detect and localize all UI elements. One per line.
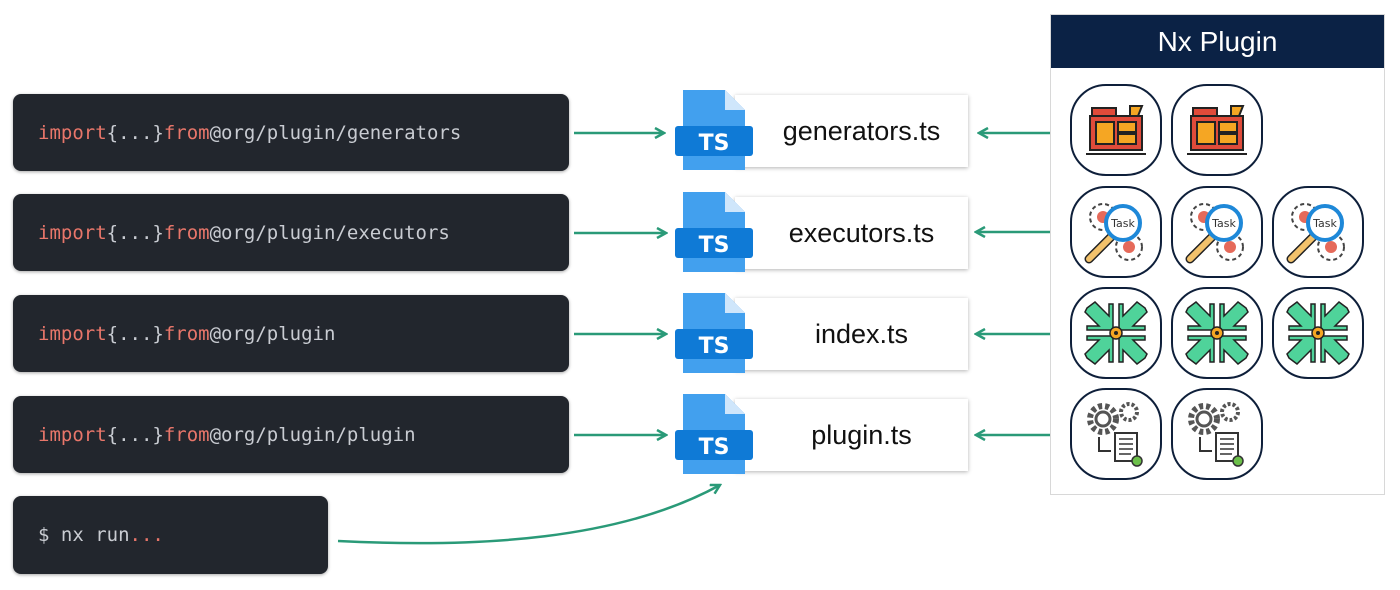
ts-file-2: index.ts TS: [675, 293, 970, 373]
task-search-gears-icon: Task: [1272, 186, 1364, 278]
kw-from: from: [163, 423, 210, 446]
converge-arrows-icon: [1171, 287, 1263, 379]
kw-import: import: [38, 221, 107, 244]
task-label: Task: [1110, 217, 1135, 230]
panel-title: Nx Plugin: [1051, 15, 1384, 68]
braces: {...}: [106, 121, 164, 144]
kw-from: from: [163, 221, 210, 244]
import-path: @org/plugin/executors: [209, 221, 450, 244]
kw-from: from: [163, 121, 210, 144]
typescript-file-icon: TS: [675, 394, 753, 474]
ts-file-3: plugin.ts TS: [675, 394, 970, 474]
arrow-nx-run: [337, 485, 720, 545]
converge-arrows-icon: [1070, 287, 1162, 379]
task-label: Task: [1211, 217, 1236, 230]
braces: {...}: [106, 221, 164, 244]
file-name: index.ts: [735, 298, 968, 370]
kw-import: import: [38, 423, 107, 446]
import-generators-code: import {...} from @org/plugin/generators: [13, 94, 569, 171]
gears-document-icon: [1171, 388, 1263, 480]
import-path: @org/plugin/plugin: [209, 423, 416, 446]
command-args: ...: [129, 524, 164, 546]
ts-badge: TS: [699, 435, 730, 460]
ts-badge: TS: [699, 131, 730, 156]
converge-arrows-icon: [1272, 287, 1364, 379]
braces: {...}: [106, 423, 164, 446]
typescript-file-icon: TS: [675, 192, 753, 272]
command-text: $ nx run: [38, 524, 130, 546]
import-path: @org/plugin/generators: [209, 121, 462, 144]
typescript-file-icon: TS: [675, 293, 753, 373]
task-search-gears-icon: Task: [1070, 186, 1162, 278]
ts-badge: TS: [699, 233, 730, 258]
kw-from: from: [163, 322, 210, 345]
generator-machine-icon: [1070, 84, 1162, 176]
nx-run-command: $ nx run ...: [13, 496, 328, 574]
file-name: generators.ts: [735, 95, 968, 167]
file-name: executors.ts: [735, 197, 968, 269]
gears-document-icon: [1070, 388, 1162, 480]
file-name: plugin.ts: [735, 399, 968, 471]
ts-file-0: generators.ts TS: [675, 90, 970, 170]
generator-machine-icon: [1171, 84, 1263, 176]
ts-badge: TS: [699, 334, 730, 359]
kw-import: import: [38, 121, 107, 144]
typescript-file-icon: TS: [675, 90, 753, 170]
ts-file-1: executors.ts TS: [675, 192, 970, 272]
import-path: @org/plugin: [209, 322, 336, 345]
import-index-code: import {...} from @org/plugin: [13, 295, 569, 372]
kw-import: import: [38, 322, 107, 345]
task-label: Task: [1312, 217, 1337, 230]
import-executors-code: import {...} from @org/plugin/executors: [13, 194, 569, 271]
braces: {...}: [106, 322, 164, 345]
task-search-gears-icon: Task: [1171, 186, 1263, 278]
import-plugin-code: import {...} from @org/plugin/plugin: [13, 396, 569, 473]
